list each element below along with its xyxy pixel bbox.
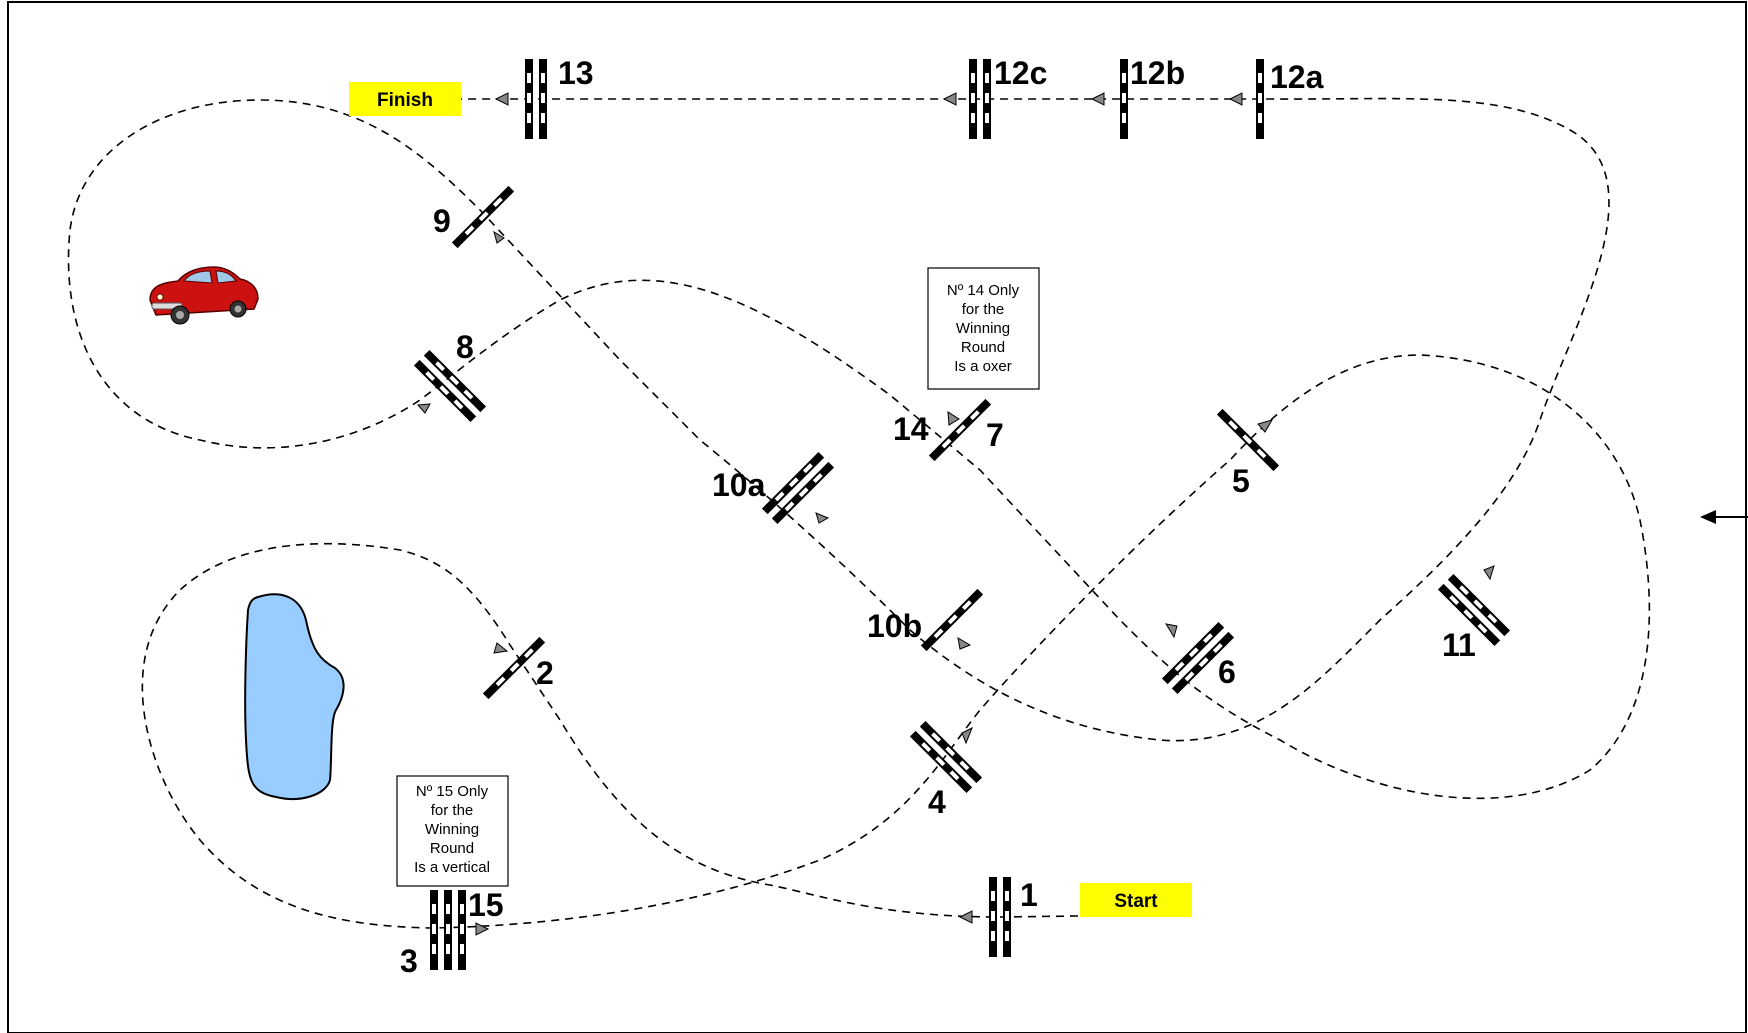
fence-label-11: 11 — [1442, 627, 1476, 663]
fence-label-10b: 10b — [867, 608, 922, 644]
note-15-line-4: Round — [430, 840, 474, 857]
fence-12c — [969, 59, 991, 139]
arrow-left-icon — [1700, 510, 1748, 524]
fence-7 — [928, 398, 992, 462]
fence-label-7: 7 — [986, 417, 1004, 453]
fence-3-15 — [430, 890, 466, 970]
fence-label-14: 14 — [893, 411, 929, 447]
note-15-line-3: Winning — [425, 821, 479, 838]
fence-12a — [1256, 59, 1264, 139]
note-14-line-5: Is a oxer — [954, 358, 1012, 375]
fence-label-12a: 12a — [1270, 59, 1324, 95]
note-14-line-2: for the — [962, 301, 1005, 318]
fence-4 — [909, 720, 983, 794]
fence-label-13: 13 — [558, 55, 594, 91]
course-route — [67, 97, 1651, 929]
note-15-box — [396, 775, 509, 887]
pond-shape — [244, 593, 345, 801]
note-14-line-4: Round — [961, 339, 1005, 356]
finish-marker-box — [349, 82, 461, 116]
note-14-box — [927, 267, 1040, 390]
fence-10b — [920, 588, 984, 652]
fence-5 — [1216, 408, 1280, 472]
fence-label-12b: 12b — [1130, 55, 1185, 91]
fence-label-6: 6 — [1218, 654, 1236, 690]
fence-13 — [525, 59, 547, 139]
fence-10a — [761, 451, 835, 525]
car-icon — [149, 266, 259, 325]
fence-label-9: 9 — [433, 203, 451, 239]
note-15-line-5: Is a vertical — [414, 859, 490, 876]
fence-label-5: 5 — [1232, 463, 1250, 499]
note-15-line-2: for the — [431, 802, 474, 819]
fence-12b — [1120, 59, 1128, 139]
finish-marker: Finish — [377, 90, 433, 111]
start-marker: Start — [1114, 891, 1158, 912]
fence-label-10a: 10a — [712, 467, 766, 503]
fence-label-8: 8 — [456, 329, 474, 365]
fence-label-2: 2 — [536, 655, 554, 691]
route-arrows — [416, 92, 1495, 936]
note-14-line-3: Winning — [956, 320, 1010, 337]
note-14-line-1: Nº 14 Only — [947, 282, 1020, 299]
fence-1 — [989, 877, 1011, 957]
note-15-line-1: Nº 15 Only — [416, 783, 489, 800]
fence-9 — [451, 185, 515, 249]
start-marker-box — [1080, 883, 1192, 917]
fence-label-15: 15 — [468, 887, 504, 923]
fence-label-3: 3 — [400, 943, 418, 979]
fence-label-4: 4 — [928, 784, 946, 820]
fence-label-1: 1 — [1020, 877, 1038, 913]
arena-border — [7, 1, 1747, 1033]
fence-label-12c: 12c — [994, 55, 1047, 91]
